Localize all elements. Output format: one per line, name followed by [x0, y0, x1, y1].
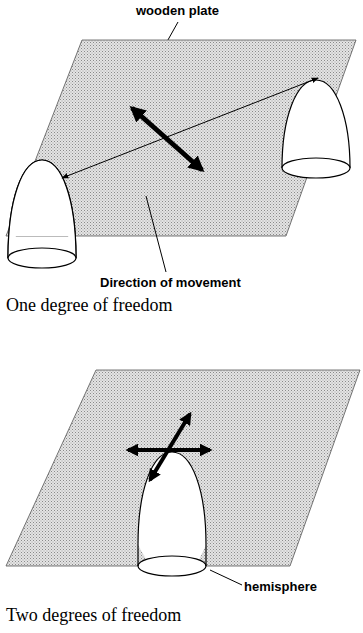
leader-line: [146, 196, 166, 272]
axis-arrow: [62, 78, 318, 178]
hemisphere-support: [138, 452, 206, 576]
part-label: hemisphere: [244, 580, 317, 594]
wooden-plate: [6, 370, 360, 566]
hemisphere-support: [282, 80, 350, 178]
movement-arrow: [150, 414, 190, 480]
part-label: wooden plate: [136, 4, 219, 18]
leader-line: [210, 570, 242, 585]
part-label: Direction of movement: [100, 276, 241, 290]
movement-arrow: [132, 108, 202, 170]
caption-label: One degree of freedom: [6, 296, 172, 316]
caption-label: Two degrees of freedom: [6, 606, 181, 626]
